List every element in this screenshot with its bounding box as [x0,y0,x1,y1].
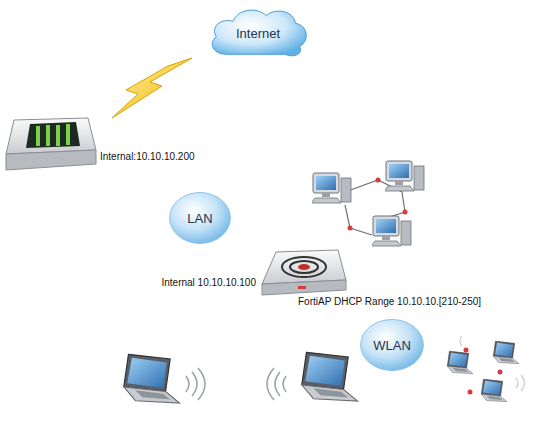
lan-computers [311,161,424,246]
laptop-left [124,354,205,403]
art-shape [302,352,358,401]
address-label: Internal:10.10.10.200 [100,151,195,162]
wireless-clients [447,336,524,402]
art-shape [345,205,372,235]
laptop-center [267,352,357,401]
art-shape [112,58,192,118]
cloud-shape [212,10,306,56]
art-shape [66,124,70,145]
art-shape [403,210,408,215]
art-shape [311,173,351,203]
fortiap-device [262,250,346,295]
art-shape [6,150,96,170]
network-ellipse: LAN [169,192,231,244]
art-shape [298,264,310,270]
address-label: FortiAP DHCP Range 10.10.10.[210-250] [298,296,481,307]
node-label: Internet [236,26,280,41]
network-ellipse: WLAN [360,319,424,371]
art-shape [493,341,519,363]
ellipse-shape [170,193,231,244]
art-shape [290,261,318,273]
internet-cloud: Internet [206,4,310,62]
art-shape [124,354,180,403]
art-shape [460,336,525,391]
art-shape [56,125,60,146]
address-label: Internal 10.10.10.100 [161,277,256,288]
art-shape [262,250,346,284]
art-shape [267,368,286,400]
art-shape [186,368,205,400]
art-shape [348,226,353,231]
art-shape [371,216,411,246]
art-shape [468,390,473,395]
art-shape [36,126,40,146]
art-shape [46,125,50,146]
art-shape [26,122,80,148]
art-shape [481,379,507,401]
art-shape [498,370,503,375]
art-shape [6,118,96,154]
node-label: LAN [187,211,212,226]
firewall-device [6,118,96,170]
art-shape [464,348,469,353]
lightning-bolt [112,58,192,118]
art-shape [376,178,381,183]
art-shape [447,351,473,373]
ellipse-shape [361,320,424,371]
art-shape [384,161,424,191]
art-shape [282,257,326,277]
node-label: WLAN [373,338,411,353]
art-shape [262,280,346,295]
art-shape [298,286,306,289]
